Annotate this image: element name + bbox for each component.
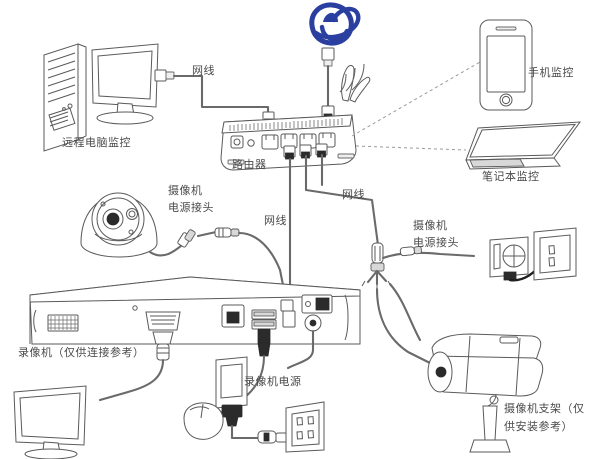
ac-outlet-right-icon bbox=[533, 227, 577, 281]
dvr-lan-port bbox=[221, 304, 245, 328]
label-router: 路由器 bbox=[232, 158, 267, 171]
dvr-dc-in bbox=[304, 314, 322, 332]
dvr-icon bbox=[29, 276, 361, 345]
pc-tower-icon bbox=[43, 43, 87, 152]
label-camera-bracket-line2: 供安装参考） bbox=[504, 420, 573, 433]
cable-dvr-to-monitor bbox=[98, 358, 165, 402]
usb-mouse-icon bbox=[183, 402, 224, 440]
dvr-power-adapter-icon bbox=[215, 356, 248, 427]
desktop-monitor-icon bbox=[91, 43, 159, 125]
ethernet-plug-lan-3 bbox=[315, 143, 328, 158]
router-antenna-right bbox=[341, 65, 355, 102]
camera-power-adapter-icon bbox=[489, 236, 529, 281]
label-network-cable-middle: 网线 bbox=[264, 214, 287, 227]
ethernet-plug-ie bbox=[321, 47, 335, 67]
bottom-monitor-icon bbox=[13, 385, 87, 459]
router-antenna-right-2 bbox=[349, 76, 371, 103]
ethernet-plug-dvr bbox=[280, 299, 294, 312]
cable-psu-to-outlet bbox=[230, 424, 264, 440]
dome-camera-icon bbox=[80, 192, 158, 258]
label-network-cable-right: 网线 bbox=[342, 188, 365, 201]
ethernet-plug-lan-1 bbox=[283, 145, 296, 160]
wireless-link-phone bbox=[351, 61, 481, 137]
bullet-camera-icon bbox=[427, 333, 544, 453]
cable-splitter-to-bullet-camera bbox=[375, 287, 438, 368]
label-camera-bracket-line1: 摄像机支架（仅 bbox=[504, 402, 585, 415]
dc-connector-dome bbox=[214, 227, 240, 238]
label-laptop-monitoring: 笔记本监控 bbox=[482, 170, 540, 183]
smartphone-icon bbox=[479, 19, 533, 111]
usb-connector-mouse bbox=[257, 328, 271, 357]
label-remote-pc-monitoring: 远程电脑监控 bbox=[62, 136, 131, 149]
inline-dc-connector-right bbox=[399, 246, 422, 257]
bnc-connector-dome bbox=[177, 229, 196, 248]
router-reset-button bbox=[247, 139, 255, 147]
dvr-audio-port bbox=[282, 310, 296, 328]
dvr-indicator-led bbox=[132, 305, 138, 311]
dvr-usb-ports bbox=[251, 309, 277, 330]
vga-connector bbox=[152, 331, 174, 361]
label-camera-power-connector-left-line1: 摄像机 bbox=[168, 184, 203, 197]
router-power-jack bbox=[230, 135, 244, 149]
ethernet-plug-monitor bbox=[154, 69, 175, 82]
ac-outlet-bottom-icon bbox=[285, 401, 325, 453]
internet-explorer-icon bbox=[309, 2, 361, 46]
dvr-vga-port bbox=[145, 311, 181, 331]
cable-dome-to-splitter bbox=[196, 230, 218, 238]
laptop-icon bbox=[465, 121, 582, 170]
camera-power-splitter bbox=[361, 242, 392, 289]
label-dvr: 录像机（仅供连接参考） bbox=[18, 346, 145, 359]
cable-dvr-to-psu bbox=[286, 329, 315, 370]
cable-dome-video-run bbox=[237, 231, 288, 302]
cable-router-to-camera bbox=[304, 154, 380, 247]
wireless-link-laptop bbox=[355, 145, 467, 151]
label-camera-power-connector-right-line1: 摄像机 bbox=[413, 219, 448, 232]
cable-camera-to-adapter bbox=[381, 251, 476, 260]
label-phone-monitoring: 手机监控 bbox=[528, 66, 574, 79]
label-camera-power-connector-left-line2: 电源接头 bbox=[168, 201, 214, 214]
label-dvr-power: 录像机电源 bbox=[244, 375, 302, 388]
cable-pc-to-router bbox=[172, 74, 270, 116]
label-network-cable-top: 网线 bbox=[192, 64, 215, 77]
label-camera-power-connector-right-line2: 电源接头 bbox=[413, 236, 459, 249]
dvr-power-switch bbox=[301, 294, 333, 314]
cable-splitter-to-bullet-camera-2 bbox=[388, 282, 422, 342]
